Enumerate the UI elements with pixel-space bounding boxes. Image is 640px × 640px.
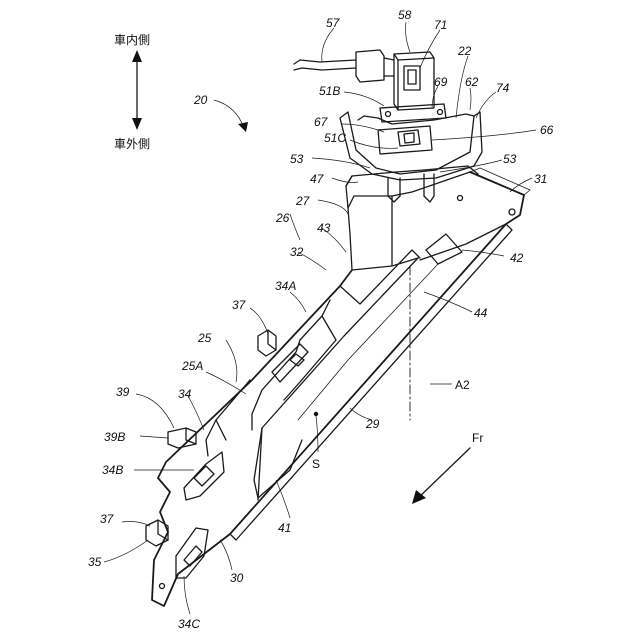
label-20: 20 (193, 93, 208, 107)
inner-side-label: 車内側 (114, 33, 150, 47)
label-25a: 25A (181, 359, 203, 373)
label-74: 74 (496, 81, 510, 95)
label-26: 26 (275, 211, 290, 225)
label-29: 29 (365, 417, 380, 431)
label-51c: 51C (324, 131, 346, 145)
label-39: 39 (116, 385, 130, 399)
label-57: 57 (326, 16, 341, 30)
label-58: 58 (398, 8, 412, 22)
label-51b: 51B (319, 84, 340, 98)
front-direction-arrow-icon (412, 448, 470, 504)
label-43: 43 (317, 221, 331, 235)
label-37-lower: 37 (100, 512, 115, 526)
outer-side-label: 車外側 (114, 137, 150, 151)
label-22: 22 (457, 44, 472, 58)
label-34c: 34C (178, 617, 200, 631)
frame-plate (152, 168, 530, 606)
label-s: S (312, 457, 320, 471)
label-34a: 34A (275, 279, 296, 293)
label-42: 42 (510, 251, 524, 265)
u-holder (340, 112, 482, 180)
assembly-arrow (214, 100, 248, 132)
label-53-right: 53 (503, 152, 517, 166)
label-27: 27 (295, 194, 311, 208)
label-a2: A2 (455, 378, 470, 392)
label-25: 25 (197, 331, 212, 345)
double-headed-arrow-icon (132, 50, 142, 130)
label-44: 44 (474, 306, 488, 320)
direction-indicator: 車内側 車外側 (114, 33, 150, 151)
label-47: 47 (310, 172, 325, 186)
label-32: 32 (290, 245, 304, 259)
label-30: 30 (230, 571, 244, 585)
label-53-left: 53 (290, 152, 304, 166)
label-34b: 34B (102, 463, 123, 477)
label-69: 69 (434, 75, 448, 89)
label-37-upper: 37 (232, 298, 247, 312)
label-67: 67 (314, 115, 329, 129)
label-34: 34 (178, 387, 192, 401)
label-fr: Fr (472, 431, 483, 445)
label-41: 41 (278, 521, 291, 535)
label-39b: 39B (104, 430, 125, 444)
label-62: 62 (465, 75, 479, 89)
label-35: 35 (88, 555, 102, 569)
label-71: 71 (434, 18, 447, 32)
label-66: 66 (540, 123, 554, 137)
label-31: 31 (534, 172, 547, 186)
reference-labels: 57 58 71 22 51B 69 62 74 20 67 66 51C 53… (88, 8, 554, 631)
